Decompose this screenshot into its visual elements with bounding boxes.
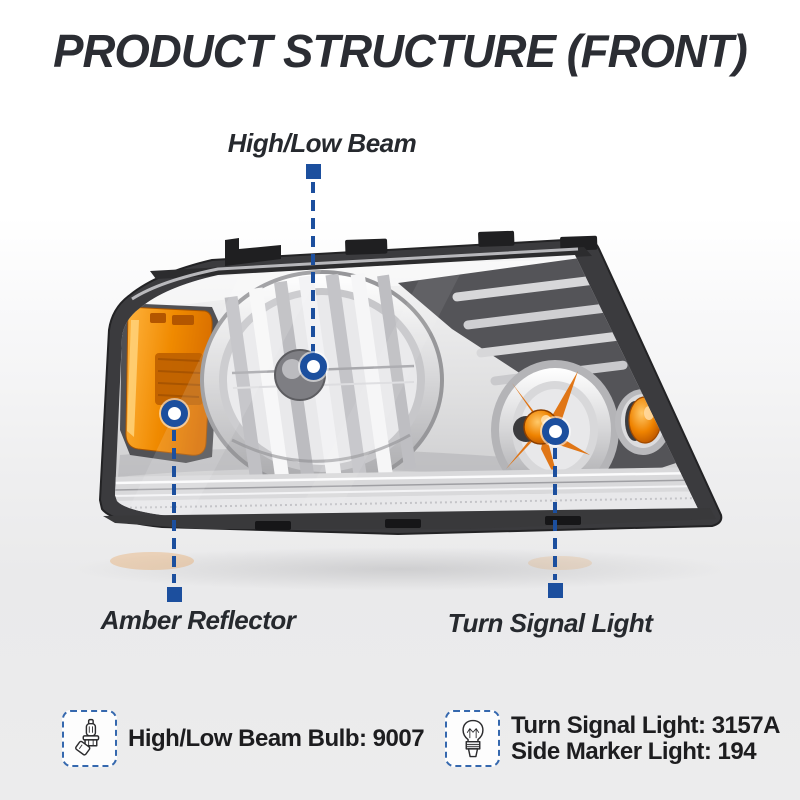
page-title: PRODUCT STRUCTURE (FRONT) xyxy=(53,25,748,77)
halogen-bulb-icon xyxy=(74,718,99,756)
callout-square-high-low-beam xyxy=(306,164,321,179)
callout-line-turn-signal xyxy=(553,448,557,580)
floor-reflection xyxy=(70,547,730,591)
amber-reflector-part xyxy=(120,303,220,463)
spec-high-low-beam-bulb: High/Low Beam Bulb: 9007 xyxy=(62,710,425,767)
callout-marker-turn-signal xyxy=(542,418,569,445)
callout-line-amber-reflector xyxy=(172,430,176,583)
spec-line: Side Marker Light: 194 xyxy=(511,737,757,765)
callout-marker-high-low-beam xyxy=(300,353,327,380)
callout-square-amber-reflector xyxy=(167,587,182,602)
spec-line: Turn Signal Light: 3157A xyxy=(511,711,780,739)
halogen-bulb-icon-box xyxy=(62,710,117,767)
wedge-bulb-icon xyxy=(461,719,484,757)
callout-label-turn-signal: Turn Signal Light xyxy=(447,608,653,638)
callout-line-high-low-beam xyxy=(311,182,315,354)
high-low-beam-lens xyxy=(200,270,444,493)
callout-label-high-low-beam: High/Low Beam xyxy=(227,128,417,158)
spec-line: High/Low Beam Bulb: 9007 xyxy=(128,724,425,752)
callout-square-turn-signal xyxy=(548,583,563,598)
wedge-bulb-icon-box xyxy=(445,710,500,767)
callout-label-amber-reflector: Amber Reflector xyxy=(100,605,296,635)
callout-marker-amber-reflector xyxy=(161,400,188,427)
headlight-illustration xyxy=(70,230,730,591)
spec-turn-signal-side-marker-bulbs: Turn Signal Light: 3157A Side Marker Lig… xyxy=(445,710,780,767)
